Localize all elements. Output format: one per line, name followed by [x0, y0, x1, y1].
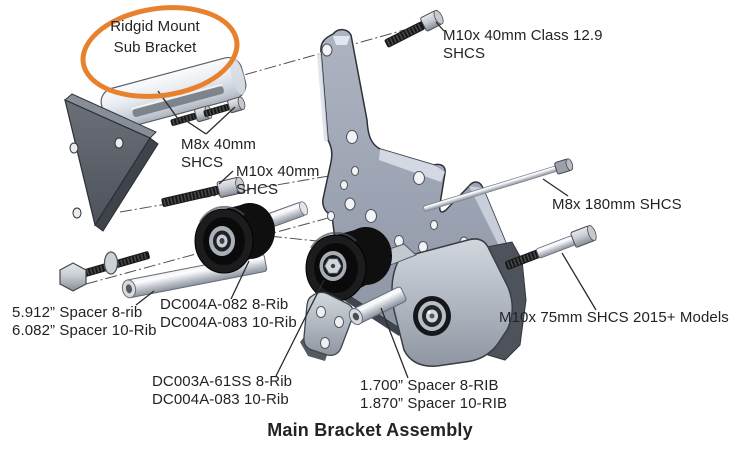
callout-roller-2-line2: DC004A-083 10-Rib — [152, 391, 289, 408]
callout-ridgid-mount-line2: Sub Bracket — [113, 39, 197, 56]
m10x40-bolt — [161, 176, 245, 207]
m10x75-bolt — [504, 225, 597, 270]
m10x40-class-bolt — [384, 9, 444, 48]
callout-m8x180-line1: M8x 180mm SHCS — [552, 196, 682, 213]
pointer-lines — [135, 21, 597, 379]
washer — [103, 251, 119, 275]
callout-m8x40-line2: SHCS — [181, 154, 224, 171]
diagram-title: Main Bracket Assembly — [267, 420, 473, 440]
callout-m10x75-line1: M10x 75mm SHCS 2015+ Models — [499, 309, 729, 326]
callout-roller-1-line2: DC004A-083 10-Rib — [160, 314, 297, 331]
callout-m10x40-line2: SHCS — [236, 181, 279, 198]
callout-m10x40-class-line1: M10x 40mm Class 12.9 — [443, 27, 603, 44]
sub-bracket-cylinder — [100, 57, 247, 131]
callout-m8x180: M8x 180mm SHCS — [552, 196, 682, 214]
callout-m10x40-class-line2: SHCS — [443, 45, 486, 62]
hex-bolt — [59, 251, 150, 292]
m8x40-bolt-2 — [203, 96, 246, 117]
callout-m10x40-line1: M10x 40mm — [236, 163, 320, 180]
roller-1-sleeve — [263, 201, 309, 229]
roller-2-part — [305, 227, 392, 302]
callout-m10x40-class: M10x 40mm Class 12.9 SHCS — [443, 27, 603, 63]
callout-m8x40-line1: M8x 40mm — [181, 136, 256, 153]
callout-long-spacer-line1: 5.912” Spacer 8-rib — [12, 304, 143, 321]
callout-m8x40: M8x 40mm SHCS — [181, 136, 256, 172]
callout-m10x40: M10x 40mm SHCS — [236, 163, 319, 199]
short-spacer-tube — [348, 286, 407, 326]
callout-roller-1-line1: DC004A-082 8-Rib — [160, 296, 289, 313]
callout-long-spacer: 5.912” Spacer 8-rib 6.082” Spacer 10-Rib — [12, 304, 157, 340]
callout-roller-2-line1: DC003A-61SS 8-Rib — [152, 373, 293, 390]
tensioner-body — [391, 238, 513, 367]
bearing — [413, 296, 451, 336]
callout-ridgid-mount: Ridgid Mount Sub Bracket — [90, 16, 220, 58]
sub-bracket-plate — [64, 93, 159, 232]
roller-1-part — [194, 203, 275, 274]
callout-ridgid-mount-line1: Ridgid Mount — [110, 18, 200, 35]
callout-roller-1: DC004A-082 8-Rib DC004A-083 10-Rib — [160, 296, 297, 332]
pivot-bracket-part — [300, 291, 355, 361]
callout-short-spacer-line1: 1.700” Spacer 8-RIB — [360, 377, 499, 394]
m8x180-rod — [423, 158, 574, 212]
callout-m10x75: M10x 75mm SHCS 2015+ Models — [499, 309, 729, 327]
callout-short-spacer-line2: 1.870” Spacer 10-RIB — [360, 395, 508, 412]
callout-roller-2: DC003A-61SS 8-Rib DC004A-083 10-Rib — [152, 373, 292, 409]
callout-long-spacer-line2: 6.082” Spacer 10-Rib — [12, 322, 157, 339]
callout-short-spacer: 1.700” Spacer 8-RIB 1.870” Spacer 10-RIB — [360, 377, 507, 413]
